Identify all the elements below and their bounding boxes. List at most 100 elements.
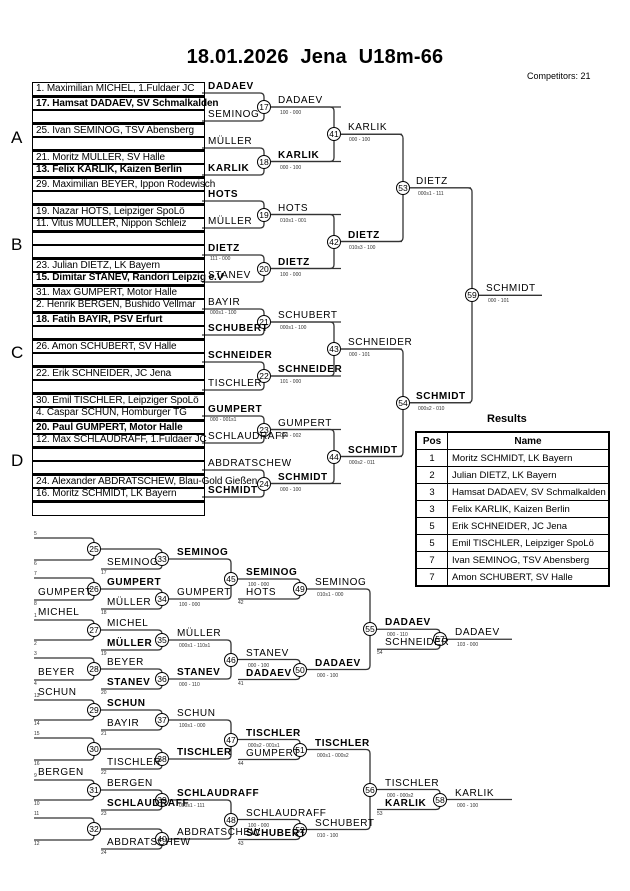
- pool-letter-c: C: [11, 343, 24, 362]
- match-number-badge: 26: [87, 582, 101, 596]
- entry-row: 2. Henrik BERGEN, Bushido Vellmar: [32, 298, 205, 312]
- match-number-badge: 54: [396, 395, 410, 410]
- entry-row: 25. Ivan SEMINOG, TSV Abensberg: [32, 122, 205, 138]
- final-connector: [410, 187, 473, 404]
- seed-index: 23: [101, 811, 107, 817]
- score-label: 010s1 - 000: [317, 592, 344, 598]
- repechage-r1-connector: [34, 779, 95, 801]
- entry-row: 21. Moritz MULLER, SV Halle: [32, 149, 205, 165]
- score-label: 101 - 000: [280, 379, 302, 385]
- seed-index: 22: [101, 770, 107, 776]
- match-number-badge: 28: [87, 662, 101, 676]
- entry-row: 20. Paul GUMPERT, Motor Halle: [32, 419, 205, 435]
- entry-row: 15. Dimitar STANEV, Randori Leipzig e.V: [32, 271, 223, 285]
- winner-label: SCHUN: [177, 708, 216, 719]
- competitor-label: DADAEV: [385, 617, 431, 629]
- round3-connector: [341, 348, 404, 458]
- competitor-label: MICHEL: [107, 618, 149, 629]
- competitor-label: BEYER: [38, 667, 75, 678]
- winner-label: TISCHLER: [315, 737, 370, 749]
- match-number-badge: 29: [87, 703, 101, 717]
- winner-label: SCHLAUDRAFF: [177, 788, 260, 799]
- entry-row: 13. Felix KARLIK, Kaizen Berlin: [32, 163, 205, 177]
- result-position: 5: [415, 517, 448, 535]
- repechage-r1-connector: [34, 737, 95, 761]
- seed-index: 42: [238, 600, 244, 606]
- competitor-label: MICHEL: [38, 607, 80, 618]
- competitor-label: STANEV: [107, 677, 151, 688]
- match-number-badge: 22: [257, 369, 271, 383]
- entry-row: [32, 190, 205, 204]
- score-label: 100 - 000: [248, 822, 270, 829]
- competitor-label: SCHUN: [107, 698, 146, 709]
- pool-letter-a: A: [11, 128, 23, 147]
- competitor-label: SCHNEIDER: [208, 350, 273, 361]
- seed-index: 8: [34, 601, 37, 607]
- competitor-label: KARLIK: [208, 163, 250, 174]
- score-label: 000 - 100: [317, 672, 339, 679]
- entry-row: [32, 379, 205, 393]
- entry-row: 22. Erik SCHNEIDER, JC Jena: [32, 365, 205, 381]
- match-number-badge: 42: [327, 234, 341, 249]
- seed-index: 13: [34, 693, 40, 699]
- results-header-row: Pos Name: [415, 431, 610, 450]
- winner-label: SCHUBERT: [315, 817, 375, 829]
- competitor-label: SEMINOG: [107, 557, 159, 568]
- competitor-label: MÜLLER: [208, 136, 253, 147]
- match-number-badge: 19: [257, 207, 271, 222]
- match-number-badge: 35: [155, 633, 169, 647]
- seed-index: 7: [34, 571, 37, 577]
- match-number-badge: 57: [433, 632, 447, 647]
- entry-row: 4. Caspar SCHUN, Homburger TG: [32, 406, 205, 420]
- competitor-label: SCHLAUDRAFF: [107, 798, 190, 809]
- match-number-badge: 52: [293, 822, 307, 837]
- repechage-r1-connector: [34, 619, 95, 641]
- match-number-badge: 53: [396, 180, 410, 195]
- score-label: 100 - 000: [280, 271, 302, 278]
- competitor-label: DIETZ: [208, 243, 240, 254]
- entry-row: 11. Vitus MULLER, Nippon Schleiz: [32, 217, 205, 231]
- seed-index: 11: [34, 811, 40, 817]
- match-number-badge: 59: [465, 288, 479, 303]
- competitor-label: DADAEV: [208, 81, 254, 92]
- competitor-label: ABDRATSCHEW: [208, 458, 292, 469]
- competitor-label: GUMPERT: [246, 747, 301, 759]
- match-number-badge: 25: [87, 542, 101, 556]
- winner-label: SCHMIDT: [348, 444, 398, 456]
- score-label: 010s1 - 001: [280, 217, 307, 224]
- winner-label: DADAEV: [278, 95, 323, 106]
- champion-label: SCHMIDT: [486, 283, 536, 295]
- match-number-badge: 45: [224, 572, 238, 586]
- score-label: 000 - 100: [457, 802, 479, 809]
- seed-index: 43: [238, 840, 244, 847]
- competitor-label: SCHUBERT: [246, 827, 307, 839]
- competitor-label: SCHLAUDRAFF: [246, 807, 327, 819]
- repechage-r1-connector: [34, 537, 95, 561]
- results-header-pos: Pos: [415, 431, 448, 450]
- match-number-badge: 47: [224, 732, 238, 747]
- competitor-label: BAYIR: [208, 297, 241, 308]
- pool-letter-b: B: [11, 235, 23, 254]
- entry-row: [32, 136, 205, 150]
- seed-index: 9: [34, 773, 37, 779]
- winner-label: GUMPERT: [278, 417, 333, 429]
- score-label: 000s1 - 000s2: [317, 752, 349, 759]
- result-name: Amon SCHUBERT, SV Halle: [447, 568, 610, 587]
- entry-row: [32, 500, 205, 516]
- match-number-badge: 20: [257, 261, 271, 276]
- entry-row: [32, 325, 205, 339]
- score-label: 000s1 - 111: [179, 803, 205, 809]
- match-number-badge: 24: [257, 476, 271, 491]
- competitor-label: TISCHLER: [246, 727, 301, 739]
- seed-index: 6: [34, 561, 37, 567]
- competitor-label: STANEV: [208, 270, 251, 281]
- score-label: 000s2 - 001s1: [248, 742, 280, 749]
- competitor-label: DADAEV: [246, 667, 292, 679]
- winner-label: DIETZ: [278, 256, 310, 268]
- competitor-label: TISCHLER: [208, 378, 263, 389]
- seed-index: 14: [34, 721, 40, 727]
- winner-label: SCHMIDT: [416, 390, 466, 402]
